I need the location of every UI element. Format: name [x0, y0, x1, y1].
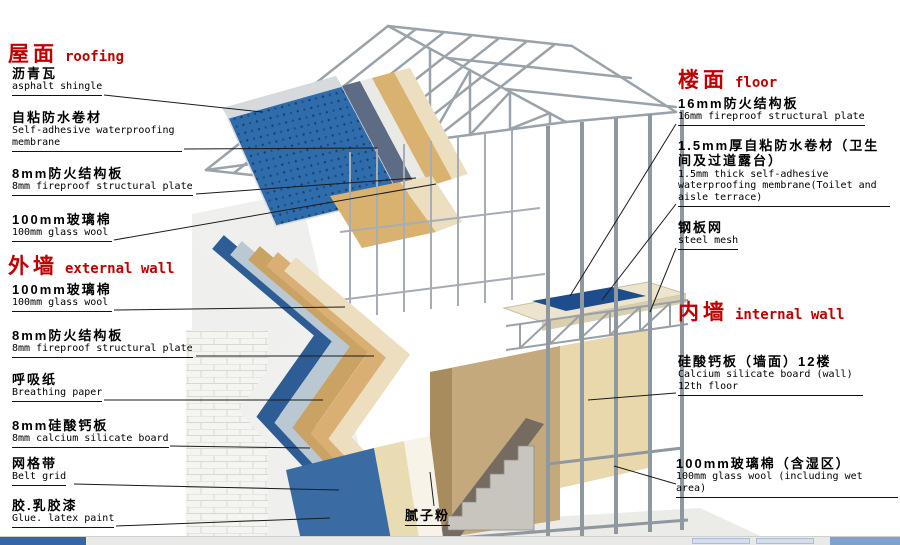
label-text-en: Belt grid: [12, 471, 67, 483]
label-floor-waterproof-membrane: 1.5mm厚自粘防水卷材（卫生间及过道露台） 1.5mm thick self-…: [678, 138, 890, 208]
label-text-zh: 自粘防水卷材: [12, 110, 103, 125]
taskbar-start-button[interactable]: [0, 537, 86, 545]
label-text-en: 100mm glass wool: [12, 297, 109, 309]
leader-lines: [73, 94, 677, 527]
label-roof-waterproof-membrane: 自粘防水卷材 Self-adhesive waterproofing membr…: [12, 110, 182, 152]
label-wall-8mm-fireproof-plate: 8mm防火结构板 8mm fireproof structural plate: [12, 328, 193, 359]
label-roof-8mm-fireproof-plate: 8mm防火结构板 8mm fireproof structural plate: [12, 166, 193, 197]
label-wall-100mm-glass-wool: 100mm玻璃棉 100mm glass wool: [12, 282, 112, 313]
section-title-zh: 外墙: [8, 255, 58, 278]
label-text-en: Calcium silicate board (wall) 12th floor: [678, 369, 853, 393]
section-title-en: internal wall: [735, 307, 845, 323]
section-heading-internal-wall: 内墙 internal wall: [678, 296, 845, 326]
label-internal-calcium-silicate-board: 硅酸钙板（墙面）12楼 Calcium silicate board (wall…: [678, 354, 863, 396]
roof-membrane-layer: [342, 81, 418, 196]
label-text-zh: 100mm玻璃棉（含湿区）: [676, 456, 851, 471]
staircase: [436, 418, 544, 542]
section-title-en: floor: [735, 75, 778, 91]
taskbar-system-tray[interactable]: [830, 537, 900, 545]
blue-panel: [286, 448, 392, 545]
section-heading-external-wall: 外墙 external wall: [8, 250, 175, 280]
label-putty-powder: 腻子粉: [405, 508, 451, 527]
label-wall-8mm-calcium-silicate-board: 8mm硅酸钙板 8mm calcium silicate board: [12, 418, 169, 449]
label-text-zh: 16mm防火结构板: [678, 96, 799, 111]
label-text-zh: 8mm硅酸钙板: [12, 418, 109, 433]
label-text-zh: 100mm玻璃棉: [12, 282, 112, 297]
label-text-en: Glue. latex paint: [12, 513, 115, 525]
label-text-en: 8mm fireproof structural plate: [12, 343, 193, 355]
label-text-zh: 网格带: [12, 456, 58, 471]
label-text-en: steel mesh: [678, 235, 739, 247]
label-text-en: asphalt shingle: [12, 81, 103, 93]
label-floor-steel-mesh: 钢板网 steel mesh: [678, 220, 739, 251]
label-text-zh: 8mm防火结构板: [12, 166, 124, 181]
label-wall-belt-grid: 网格带 Belt grid: [12, 456, 67, 487]
section-title-en: roofing: [65, 49, 125, 65]
label-text-zh: 腻子粉: [405, 508, 451, 523]
label-text-zh: 8mm防火结构板: [12, 328, 124, 343]
label-text-zh: 呼吸纸: [12, 372, 58, 387]
label-text-zh: 沥青瓦: [12, 66, 58, 81]
brick-wall: [186, 330, 268, 545]
label-text-en: 16mm fireproof structural plate: [678, 111, 865, 123]
taskbar-window-button[interactable]: [756, 538, 814, 544]
label-wall-breathing-paper: 呼吸纸 Breathing paper: [12, 372, 103, 403]
label-text-en: 100mm glass wool: [12, 227, 109, 239]
section-title-en: external wall: [65, 261, 175, 277]
label-roof-asphalt-shingle: 沥青瓦 asphalt shingle: [12, 66, 103, 97]
label-text-en: 8mm fireproof structural plate: [12, 181, 193, 193]
section-heading-floor: 楼面 floor: [678, 64, 777, 94]
wall-studs: [339, 130, 546, 318]
label-text-en: 1.5mm thick self-adhesive waterproofing …: [678, 168, 877, 204]
roof-inner-layer: [394, 68, 468, 179]
label-text-zh: 硅酸钙板（墙面）12楼: [678, 354, 832, 369]
label-text-en: 8mm calcium silicate board: [12, 433, 169, 445]
label-text-en: Self-adhesive waterproofing membrane: [12, 125, 175, 149]
cream-strip: [374, 441, 420, 545]
label-text-en: Breathing paper: [12, 387, 103, 399]
label-roof-100mm-glass-wool: 100mm玻璃棉 100mm glass wool: [12, 212, 112, 243]
section-title-zh: 内墙: [678, 301, 728, 324]
label-text-zh: 钢板网: [678, 220, 724, 235]
label-floor-16mm-fireproof-plate: 16mm防火结构板 16mm fireproof structural plat…: [678, 96, 865, 127]
roof-fascia: [222, 76, 342, 118]
section-title-zh: 楼面: [678, 69, 728, 92]
taskbar-window-button[interactable]: [692, 538, 750, 544]
label-text-zh: 100mm玻璃棉: [12, 212, 112, 227]
label-wall-glue-latex-paint: 胶.乳胶漆 Glue. latex paint: [12, 498, 115, 529]
label-text-en: 100mm glass wool (including wet area): [676, 471, 863, 495]
finish-strips: [286, 436, 444, 545]
label-internal-100mm-glass-wool: 100mm玻璃棉（含湿区） 100mm glass wool (includin…: [676, 456, 898, 498]
label-text-zh: 胶.乳胶漆: [12, 498, 78, 513]
taskbar: [0, 536, 900, 545]
putty-strip: [404, 436, 444, 545]
section-heading-roofing: 屋面 roofing: [8, 38, 124, 68]
section-title-zh: 屋面: [8, 43, 58, 66]
roof-board-layer: [360, 78, 430, 190]
label-text-zh: 1.5mm厚自粘防水卷材（卫生间及过道露台）: [678, 138, 880, 169]
